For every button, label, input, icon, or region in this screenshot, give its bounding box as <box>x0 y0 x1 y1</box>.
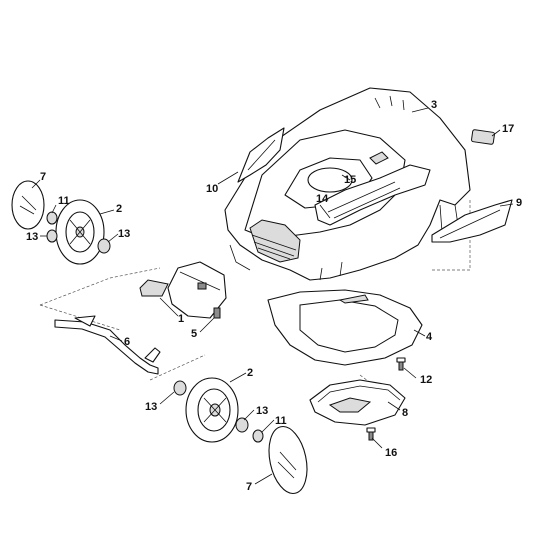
callout-10: 10 <box>206 183 218 195</box>
rear-wheel <box>185 377 239 443</box>
callout-13-rear-right: 13 <box>256 405 268 417</box>
front-washer <box>46 211 58 225</box>
callout-15: 15 <box>344 174 356 186</box>
side-skirt <box>431 199 513 243</box>
callout-7-rear-hubcap: 7 <box>246 481 252 493</box>
callout-13-front-right: 13 <box>118 228 130 240</box>
side-flap <box>237 127 285 183</box>
callout-11-rear: 11 <box>275 415 287 427</box>
callout-13-rear-left: 13 <box>145 401 157 413</box>
axle-rod <box>54 315 161 375</box>
lid-part5 <box>167 261 227 319</box>
cover-plate <box>309 379 406 426</box>
clip-part <box>471 129 495 145</box>
callout-3: 3 <box>431 99 437 111</box>
callout-1: 1 <box>178 313 184 325</box>
callout-6: 6 <box>124 336 130 348</box>
callout-8: 8 <box>402 407 408 419</box>
leader-lines <box>31 107 514 485</box>
callout-12: 12 <box>420 374 432 386</box>
front-wheel <box>55 199 105 265</box>
rear-bearing-right <box>235 417 249 433</box>
front-hubcap <box>11 180 45 230</box>
rear-bearing-left <box>173 380 187 396</box>
callout-11-front: 11 <box>58 195 70 207</box>
rear-hubcap <box>268 425 308 495</box>
callout-9: 9 <box>516 197 522 209</box>
screw-16 <box>366 427 376 441</box>
callout-labels: 1 2 2 3 4 5 6 7 7 8 9 10 11 11 12 13 13 … <box>26 99 522 493</box>
callout-14: 14 <box>316 193 329 205</box>
callout-17: 17 <box>502 123 514 135</box>
mower-deck-housing <box>224 87 471 281</box>
callout-16: 16 <box>385 447 397 459</box>
callout-7-front-hubcap: 7 <box>40 171 46 183</box>
front-bearing-right <box>97 238 111 254</box>
callout-4: 4 <box>426 331 433 343</box>
screw-12 <box>396 357 406 371</box>
callout-2-front-wheel: 2 <box>116 203 122 215</box>
ring-baffle <box>267 289 423 366</box>
front-bearing-left <box>46 229 58 243</box>
callout-13-front-left: 13 <box>26 231 38 243</box>
rear-washer <box>252 429 264 443</box>
callout-2-rear-wheel: 2 <box>247 367 253 379</box>
callout-5: 5 <box>191 328 197 340</box>
engine-cover-part1 <box>139 279 169 297</box>
